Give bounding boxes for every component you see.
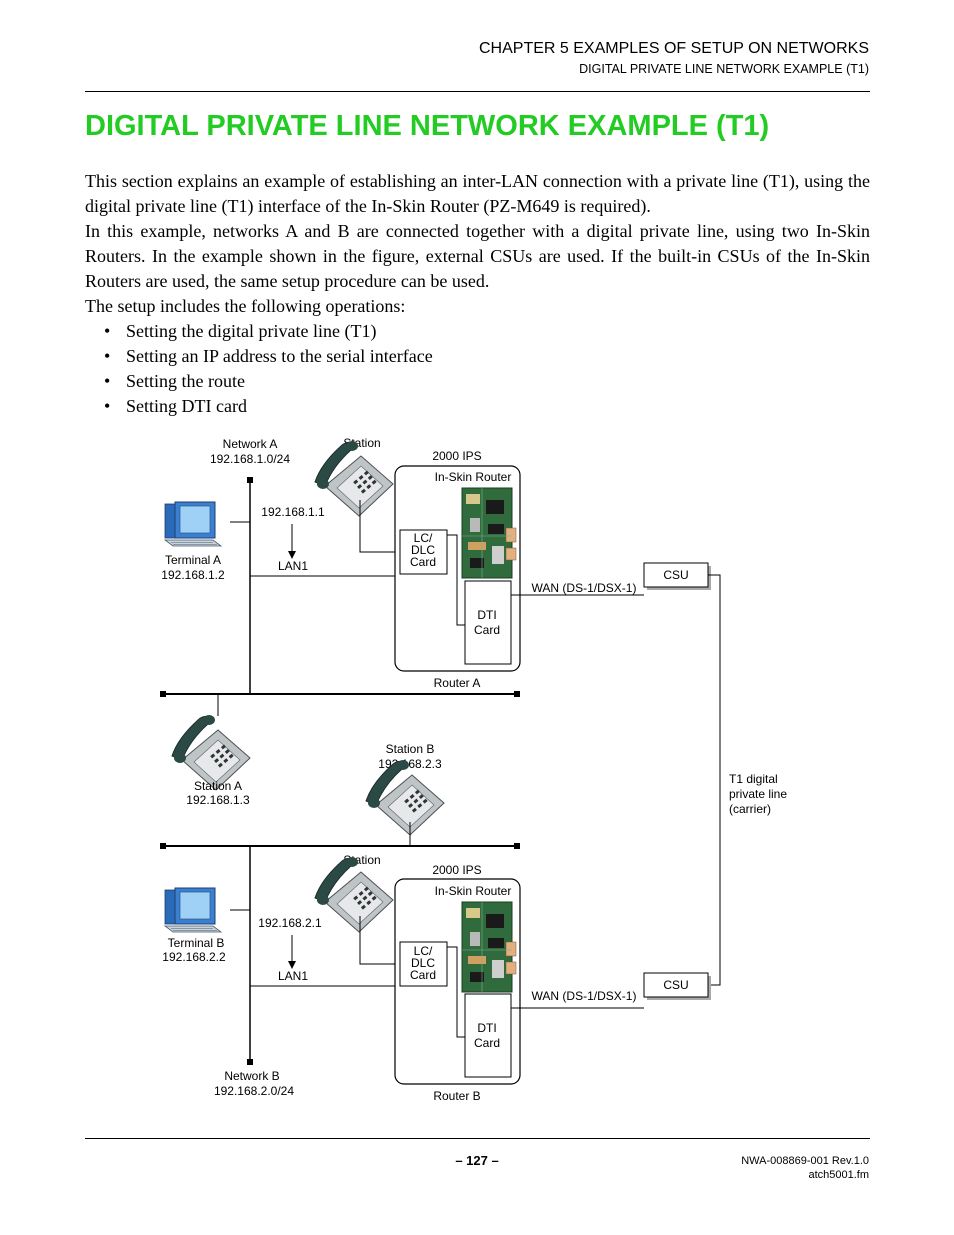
network-diagram: Network A 192.168.1.0/24 Station 2000 IP… bbox=[160, 436, 787, 1103]
csu-a-label: CSU bbox=[663, 568, 688, 582]
ips-label-bottom: 2000 IPS bbox=[432, 863, 481, 877]
running-header-chapter: CHAPTER 5 EXAMPLES OF SETUP ON NETWORKS bbox=[479, 40, 869, 57]
list-item: • Setting the route bbox=[104, 369, 870, 394]
station-top-phone-icon bbox=[314, 440, 394, 517]
bullet: • bbox=[104, 321, 111, 341]
running-header-section: DIGITAL PRIVATE LINE NETWORK EXAMPLE (T1… bbox=[579, 62, 869, 76]
dti-card-a-line2: Card bbox=[474, 623, 500, 637]
station-a-label: Station A bbox=[194, 779, 242, 793]
page-number: – 127 – bbox=[455, 1153, 499, 1168]
list-item-text: Setting the route bbox=[126, 371, 245, 391]
footer-rule bbox=[85, 1138, 870, 1139]
lc-card-b-line3: Card bbox=[410, 968, 436, 982]
list-item-text: Setting DTI card bbox=[126, 396, 247, 416]
terminal-b-ip: 192.168.2.2 bbox=[162, 950, 226, 964]
t1-private-line bbox=[708, 574, 721, 986]
lc-dti-link-b bbox=[447, 946, 465, 1038]
lan-b-bus-end-left bbox=[160, 843, 166, 849]
station-bottom-phone-icon bbox=[314, 856, 394, 933]
header-rule bbox=[85, 91, 870, 92]
terminal-b-computer-icon bbox=[164, 887, 222, 933]
dti-card-a-line1: DTI bbox=[477, 608, 496, 622]
lan-a-bus-end-right bbox=[514, 691, 520, 697]
page-title: DIGITAL PRIVATE LINE NETWORK EXAMPLE (T1… bbox=[85, 110, 770, 142]
dti-card-b-line1: DTI bbox=[477, 1021, 496, 1035]
gateway-a-arrowhead bbox=[288, 551, 296, 559]
paragraph: This section explains an example of esta… bbox=[85, 171, 870, 216]
lan-b-end-marker bbox=[247, 1059, 253, 1065]
lan-b-bus-end-right bbox=[514, 843, 520, 849]
lc-card-a-line2: DLC bbox=[411, 543, 435, 557]
terminal-a-computer-icon bbox=[164, 501, 222, 547]
bullet: • bbox=[104, 371, 111, 391]
router-a-board-icon bbox=[461, 487, 517, 579]
network-b-label: Network B bbox=[224, 1069, 279, 1083]
router-b-label: Router B bbox=[433, 1089, 480, 1103]
network-b-subnet: 192.168.2.0/24 bbox=[214, 1084, 294, 1098]
station-top-link bbox=[359, 500, 400, 553]
station-a-ip: 192.168.1.3 bbox=[186, 793, 250, 807]
dti-card-b-line2: Card bbox=[474, 1036, 500, 1050]
network-a-label: Network A bbox=[223, 437, 278, 451]
network-a-subnet: 192.168.1.0/24 bbox=[210, 452, 290, 466]
ips-label-top: 2000 IPS bbox=[432, 449, 481, 463]
lc-card-a-line1: LC/ bbox=[414, 531, 433, 545]
router-a-label: Router A bbox=[434, 676, 481, 690]
lan1-b-label: LAN1 bbox=[278, 969, 308, 983]
lc-card-b bbox=[399, 941, 448, 987]
gateway-b-arrowhead bbox=[288, 961, 296, 969]
t1-label-line1: T1 digital bbox=[729, 772, 778, 786]
lc-card-b-line1: LC/ bbox=[414, 944, 433, 958]
dti-card-a bbox=[464, 580, 512, 665]
lan-a-bus-end-left bbox=[160, 691, 166, 697]
lc-card-a bbox=[399, 529, 448, 575]
list-item: • Setting DTI card bbox=[104, 394, 870, 419]
body-text: This section explains an example of esta… bbox=[85, 169, 870, 419]
bullet: • bbox=[104, 396, 111, 416]
t1-label-line2: private line bbox=[729, 787, 787, 801]
lc-card-b-line2: DLC bbox=[411, 956, 435, 970]
list-item: • Setting an IP address to the serial int… bbox=[104, 344, 870, 369]
paragraph: The setup includes the following operati… bbox=[85, 296, 406, 316]
source-file: atch5001.fm bbox=[808, 1169, 869, 1181]
document-number: NWA-008869-001 Rev.1.0 bbox=[741, 1155, 869, 1167]
dti-card-b bbox=[464, 993, 512, 1078]
list-item-text: Setting the digital private line (T1) bbox=[126, 321, 377, 341]
t1-label-line3: (carrier) bbox=[729, 802, 771, 816]
wan-b-label: WAN (DS-1/DSX-1) bbox=[532, 989, 637, 1003]
operations-list: • Setting the digital private line (T1) •… bbox=[85, 319, 870, 419]
terminal-a-ip: 192.168.1.2 bbox=[161, 568, 225, 582]
lc-card-a-line3: Card bbox=[410, 555, 436, 569]
gateway-a-ip: 192.168.1.1 bbox=[261, 505, 325, 519]
inskin-router-a-label: In-Skin Router bbox=[435, 470, 512, 484]
list-item: • Setting the digital private line (T1) bbox=[104, 319, 870, 344]
inskin-router-b-label: In-Skin Router bbox=[435, 884, 512, 898]
list-item-text: Setting an IP address to the serial inte… bbox=[126, 346, 433, 366]
wan-a-label: WAN (DS-1/DSX-1) bbox=[532, 581, 637, 595]
station-b-label: Station B bbox=[386, 742, 435, 756]
csu-b-label: CSU bbox=[663, 978, 688, 992]
terminal-a-label: Terminal A bbox=[165, 553, 221, 567]
gateway-b-ip: 192.168.2.1 bbox=[258, 916, 322, 930]
lc-dti-link-a bbox=[447, 534, 465, 626]
router-b-board-icon bbox=[461, 901, 517, 993]
csu-b-box bbox=[643, 972, 709, 998]
station-bottom-link bbox=[359, 916, 400, 965]
lan1-a-label: LAN1 bbox=[278, 559, 308, 573]
station-b-phone-icon bbox=[365, 759, 445, 836]
paragraph: In this example, networks A and B are co… bbox=[85, 221, 870, 291]
terminal-b-label: Terminal B bbox=[168, 936, 225, 950]
bullet: • bbox=[104, 346, 111, 366]
